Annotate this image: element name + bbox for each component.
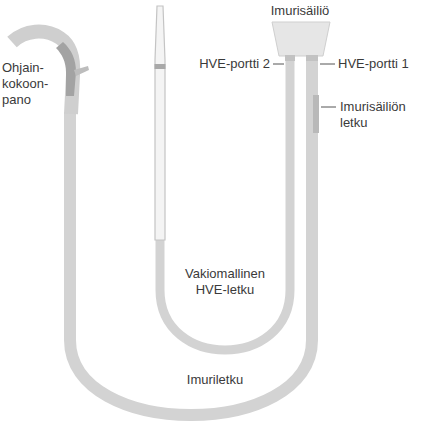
part-label: Imurisäiliö <box>250 3 350 19</box>
leader-line <box>273 64 284 65</box>
reservoir-hose-segment <box>313 95 319 133</box>
hve-port-1 <box>306 55 318 61</box>
leader-line <box>321 107 336 108</box>
part-label: HVE-portti 2 <box>180 56 270 72</box>
part-label: HVE-portti 1 <box>338 56 430 72</box>
leader-line <box>320 64 335 65</box>
part-label: Imuriletku <box>165 372 265 388</box>
part-label: Ohjain- kokoon- pano <box>2 60 52 108</box>
wand-ring <box>155 64 166 69</box>
hve-wand <box>155 6 165 240</box>
vacuum-hose <box>70 58 312 415</box>
part-label: Vakiomallinen HVE-letku <box>170 266 280 298</box>
reservoir <box>272 22 330 56</box>
handpiece-grip <box>56 42 76 96</box>
hve-hose <box>160 58 290 350</box>
part-label: Imurisäiliön letku <box>340 99 430 131</box>
handpiece-lever <box>74 66 89 76</box>
hve-port-2 <box>285 55 295 61</box>
